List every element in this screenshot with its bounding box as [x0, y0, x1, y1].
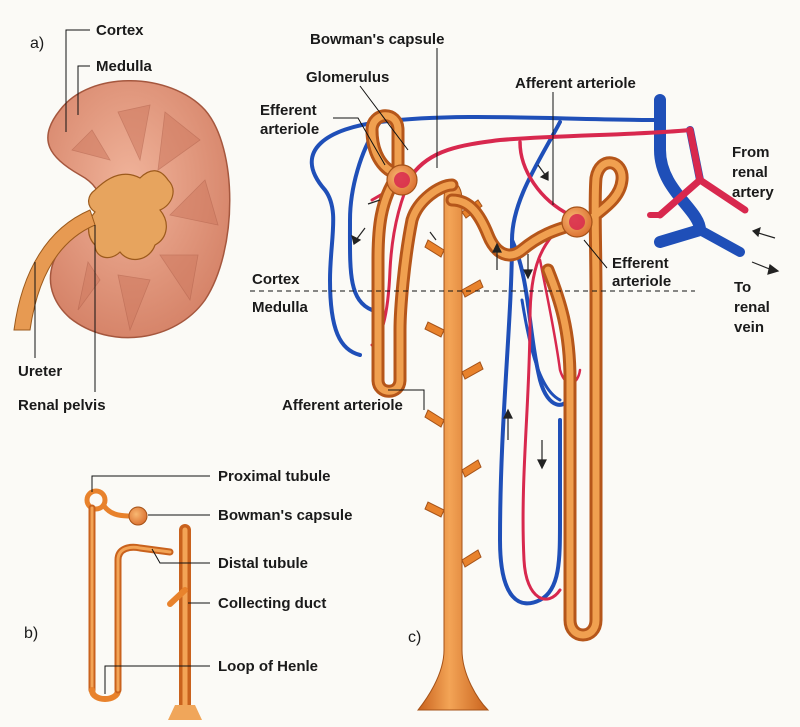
small-bowmans-capsule-label: Bowman's capsule [218, 507, 352, 524]
to-renal-vein-line2: renal [734, 299, 770, 316]
to-renal-vein-line1: To [734, 279, 751, 296]
renal-pelvis-label: Renal pelvis [18, 397, 106, 414]
panel-b-label: b) [24, 625, 38, 642]
ureter-shape [13, 209, 96, 331]
small-distal-tubule-label: Distal tubule [218, 555, 308, 572]
collecting-duct [416, 181, 490, 711]
small-loop-of-henle-label: Loop of Henle [218, 658, 318, 675]
cortex-label: Cortex [252, 271, 300, 288]
small-nephron-leader-lines [91, 475, 210, 694]
to-renal-vein-line3: vein [734, 319, 764, 336]
small-collecting-duct-label: Collecting duct [218, 595, 326, 612]
left-nephron-tubule [365, 109, 459, 398]
efferent-arteriole-left-line2: arteriole [260, 121, 319, 138]
right-nephron-tubule [445, 156, 629, 642]
bowmans-capsule-label: Bowman's capsule [310, 31, 444, 48]
panel-a-label: a) [30, 35, 44, 52]
from-renal-artery-line3: artery [732, 184, 774, 201]
kidney-cortex-label: Cortex [96, 22, 144, 39]
renal-veins [309, 94, 745, 606]
afferent-arteriole-top-label: Afferent arteriole [515, 75, 636, 92]
left-glomerulus [394, 172, 410, 188]
from-renal-artery-line1: From [732, 144, 770, 161]
renal-arteries [370, 126, 749, 601]
small-nephron-illustration [84, 488, 202, 720]
efferent-arteriole-right-line2: arteriole [612, 273, 671, 290]
ureter-label: Ureter [18, 363, 62, 380]
kidney-medulla-label: Medulla [96, 58, 152, 75]
afferent-arteriole-bottom-label: Afferent arteriole [282, 397, 403, 414]
kidney-leader-lines [34, 29, 96, 392]
flow-arrows [351, 164, 780, 470]
renal-pyramids [71, 104, 219, 332]
efferent-arteriole-right-line1: Efferent [612, 255, 669, 272]
kidney-illustration [13, 80, 231, 339]
medulla-label: Medulla [252, 299, 308, 316]
small-bowmans-capsule [128, 506, 148, 526]
right-glomerulus [569, 214, 585, 230]
efferent-arteriole-left-line1: Efferent [260, 102, 317, 119]
panel-c-label: c) [408, 629, 421, 646]
glomerulus-label: Glomerulus [306, 69, 389, 86]
small-proximal-tubule-label: Proximal tubule [218, 468, 331, 485]
from-renal-artery-line2: renal [732, 164, 768, 181]
nephron-leader-lines [333, 48, 608, 410]
